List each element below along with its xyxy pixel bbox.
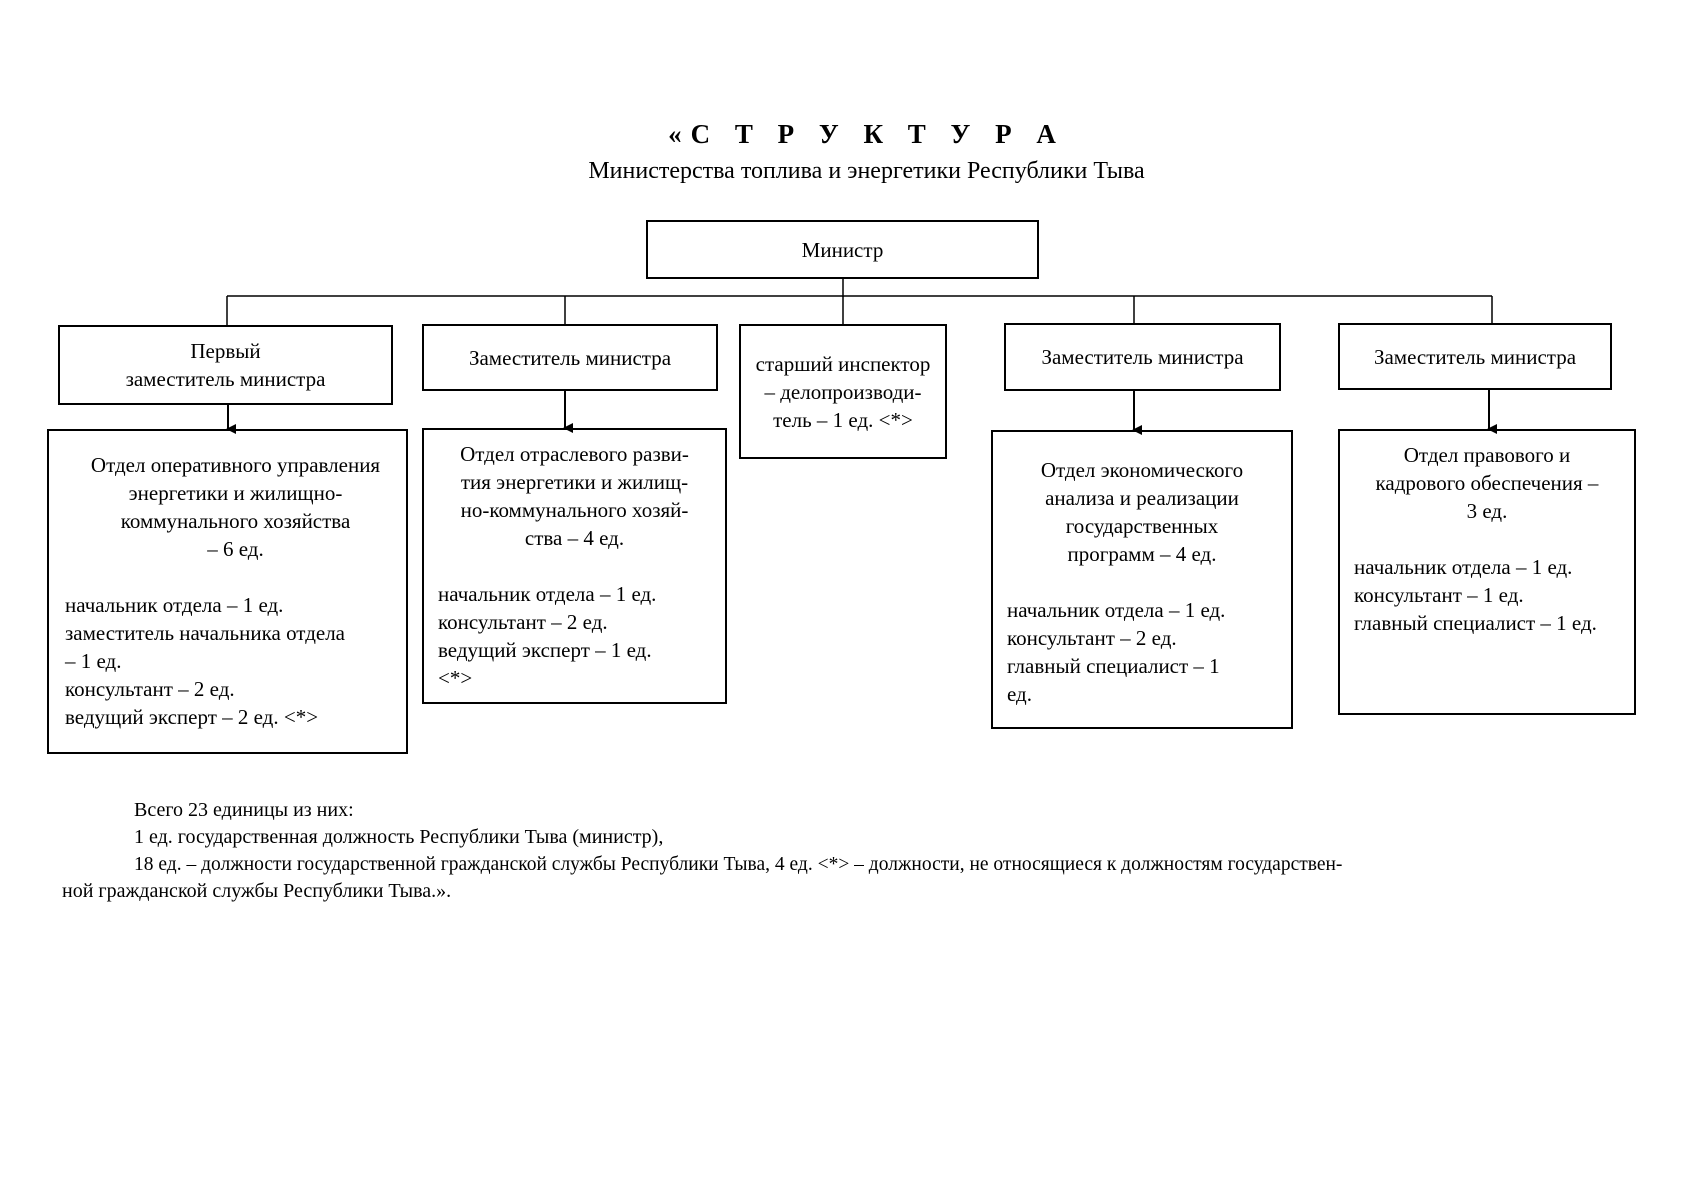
staff-list: начальник отдела – 1 ед. консультант – 1…	[1354, 553, 1634, 637]
deputy-minister-label-2: Заместитель министра	[1041, 345, 1244, 369]
staff-item: начальник отдела – 1 ед.	[1007, 598, 1226, 622]
department-name: Отдел оперативного управления энергетики…	[90, 453, 381, 561]
staff-item: главный специалист – 1 ед.	[1007, 654, 1220, 706]
summary-civil-service-line1: 18 ед. – должности государственной гражд…	[134, 854, 1343, 875]
minister-label: Министр	[801, 237, 884, 262]
staff-list: начальник отдела – 1 ед. заместитель нач…	[65, 591, 406, 731]
staff-item: консультант – 2 ед.	[438, 610, 608, 634]
staff-item: начальник отдела – 1 ед.	[65, 593, 284, 617]
department-name: Отдел экономического анализа и реализаци…	[1040, 458, 1244, 566]
summary-civil-service-line2: ной гражданской службы Республики Тыва.»…	[62, 880, 452, 902]
deputy-minister-box-3: Заместитель министра	[1338, 323, 1612, 390]
staff-list: начальник отдела – 1 ед. консультант – 2…	[1007, 596, 1277, 708]
staff-item: начальник отдела – 1 ед.	[1354, 555, 1573, 579]
staff-item: консультант – 1 ед.	[1354, 583, 1524, 607]
staff-item: консультант – 2 ед.	[1007, 626, 1177, 650]
department-box-economic-analysis: Отдел экономического анализа и реализаци…	[991, 430, 1293, 729]
first-deputy-label: Первый заместитель министра	[125, 339, 326, 391]
department-name: Отдел правового и кадрового обеспечения …	[1375, 443, 1599, 523]
minister-box: Министр	[646, 220, 1039, 279]
staff-list: начальник отдела – 1 ед. консультант – 2…	[438, 580, 711, 692]
staff-item: консультант – 2 ед.	[65, 677, 235, 701]
first-deputy-box: Первый заместитель министра	[58, 325, 393, 405]
staff-item: главный специалист – 1 ед.	[1354, 611, 1597, 635]
senior-inspector-label: старший инспектор – делопроизводи- тель …	[755, 352, 931, 432]
senior-inspector-box: старший инспектор – делопроизводи- тель …	[739, 324, 947, 459]
department-box-sector-development: Отдел отраслевого разви- тия энергетики …	[422, 428, 727, 704]
department-box-legal-hr: Отдел правового и кадрового обеспечения …	[1338, 429, 1636, 715]
staff-item: ведущий эксперт – 2 ед. <*>	[65, 705, 319, 729]
staff-item: начальник отдела – 1 ед.	[438, 582, 657, 606]
summary-state-position: 1 ед. государственная должность Республи…	[134, 826, 664, 848]
deputy-minister-box-2: Заместитель министра	[1004, 323, 1281, 391]
document-subtitle: Министерства топлива и энергетики Респуб…	[588, 158, 1145, 184]
staff-item: ведущий эксперт – 1 ед. <*>	[438, 638, 652, 690]
deputy-minister-label-1: Заместитель министра	[468, 345, 672, 370]
department-name: Отдел отраслевого разви- тия энергетики …	[460, 442, 689, 550]
deputy-minister-box-1: Заместитель министра	[422, 324, 718, 391]
deputy-minister-label-3: Заместитель министра	[1373, 344, 1577, 369]
department-box-operational: Отдел оперативного управления энергетики…	[47, 429, 408, 754]
summary-total: Всего 23 единицы из них:	[134, 799, 354, 821]
document-title: «С Т Р У К Т У Р А	[668, 119, 1065, 149]
staff-item: заместитель начальника отдела – 1 ед.	[65, 621, 345, 673]
